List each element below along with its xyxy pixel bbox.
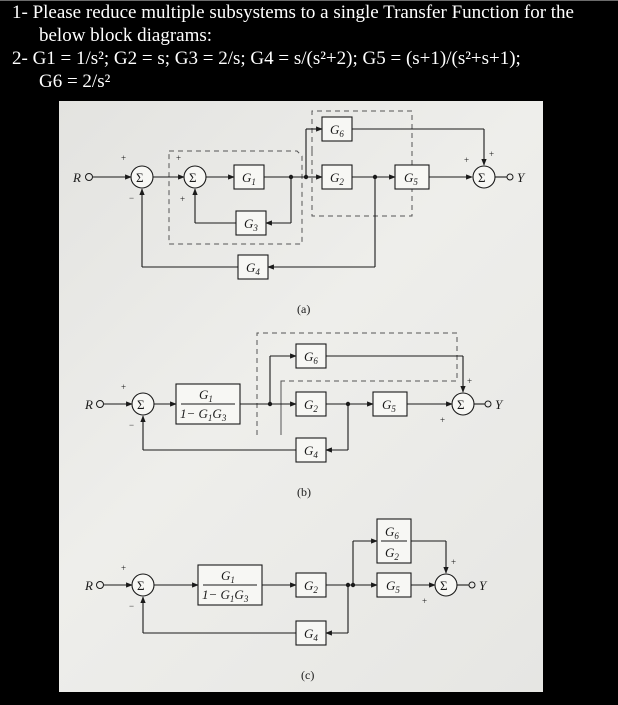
g2-label: G2 (304, 397, 318, 414)
input-terminal (96, 581, 104, 589)
input-label: R (84, 578, 93, 593)
g2-block (321, 164, 353, 190)
sum-symbol: Σ (478, 170, 486, 185)
diagram-b: R Σ + − G1 1− G1G3 G6 G2 G5 Σ + + (84, 332, 504, 499)
output-terminal (506, 173, 514, 181)
sign-plus: + (489, 149, 494, 159)
g2-label: G2 (304, 578, 318, 595)
sign-minus: − (129, 193, 134, 203)
g5-label: G5 (404, 170, 418, 187)
fraction-numerator: G1 (199, 387, 213, 404)
g4-label: G4 (304, 626, 318, 643)
sign-plus: + (176, 153, 181, 163)
sum-symbol: Σ (457, 397, 465, 412)
dashed-region-a-right (311, 110, 413, 217)
sign-plus: + (464, 155, 469, 165)
g3-label: G3 (244, 216, 258, 233)
sign-plus: + (467, 376, 472, 386)
question-1-line-1: 1- Please reduce multiple subsystems to … (12, 2, 574, 23)
top-divider (0, 0, 618, 1)
output-terminal (484, 400, 492, 408)
question-2-line-1: 2- G1 = 1/s²; G2 = s; G3 = 2/s; G4 = s/(… (12, 48, 521, 69)
g4-block (295, 437, 327, 463)
fraction-numerator: G1 (221, 568, 235, 585)
block-diagram-photo: R Σ + − Σ + + G1 G3 G2 G6 (59, 101, 543, 692)
g6-numerator: G6 (385, 524, 399, 541)
caption-b: (b) (297, 485, 311, 499)
sum-symbol: Σ (137, 578, 145, 593)
question-1-line-2: below block diagrams: (39, 25, 213, 46)
fraction-denominator: 1− G1G3 (202, 587, 249, 604)
output-label: Y (495, 397, 504, 412)
g5-block (394, 164, 430, 190)
output-label: Y (517, 170, 526, 185)
sign-plus: + (121, 382, 126, 392)
diagram-a: R Σ + − Σ + + G1 G3 G2 G6 (72, 110, 526, 316)
g1-label: G1 (242, 170, 256, 187)
g4-label: G4 (246, 260, 260, 277)
sum-symbol: Σ (136, 170, 144, 185)
input-terminal (96, 400, 104, 408)
sign-minus: − (129, 601, 134, 611)
sign-plus: + (422, 596, 427, 606)
diagram-c: R Σ + − G1 1− G1G3 G2 G6 G2 G5 Σ + + (84, 518, 488, 682)
dashed-region-b-outer (256, 332, 458, 435)
fraction-denominator: 1− G1G3 (180, 406, 227, 423)
sign-minus: − (129, 420, 134, 430)
input-label: R (84, 397, 93, 412)
dashed-region-a-left (168, 150, 303, 245)
sign-plus: + (180, 194, 185, 204)
sum-symbol: Σ (137, 397, 145, 412)
question-2-line-2: G6 = 2/s² (39, 71, 111, 92)
output-label: Y (479, 578, 488, 593)
sign-plus: + (121, 563, 126, 573)
g4-block (237, 254, 269, 280)
input-terminal (85, 173, 93, 181)
g5-label: G5 (382, 397, 396, 414)
g6-label: G6 (330, 122, 344, 139)
caption-c: (c) (301, 668, 314, 682)
sign-plus: + (451, 557, 456, 567)
g2-label: G2 (330, 170, 344, 187)
sum-symbol: Σ (189, 170, 197, 185)
sign-plus: + (121, 153, 126, 163)
g6-label: G6 (304, 349, 318, 366)
input-label: R (72, 170, 81, 185)
g5-label: G5 (386, 578, 400, 595)
g5-block (376, 572, 412, 598)
sign-plus: + (440, 415, 445, 425)
sum-symbol: Σ (440, 578, 448, 593)
g6-block (321, 116, 353, 142)
g2-denominator: G2 (385, 545, 399, 562)
caption-a: (a) (297, 302, 310, 316)
g4-label: G4 (304, 443, 318, 460)
output-terminal (468, 581, 476, 589)
